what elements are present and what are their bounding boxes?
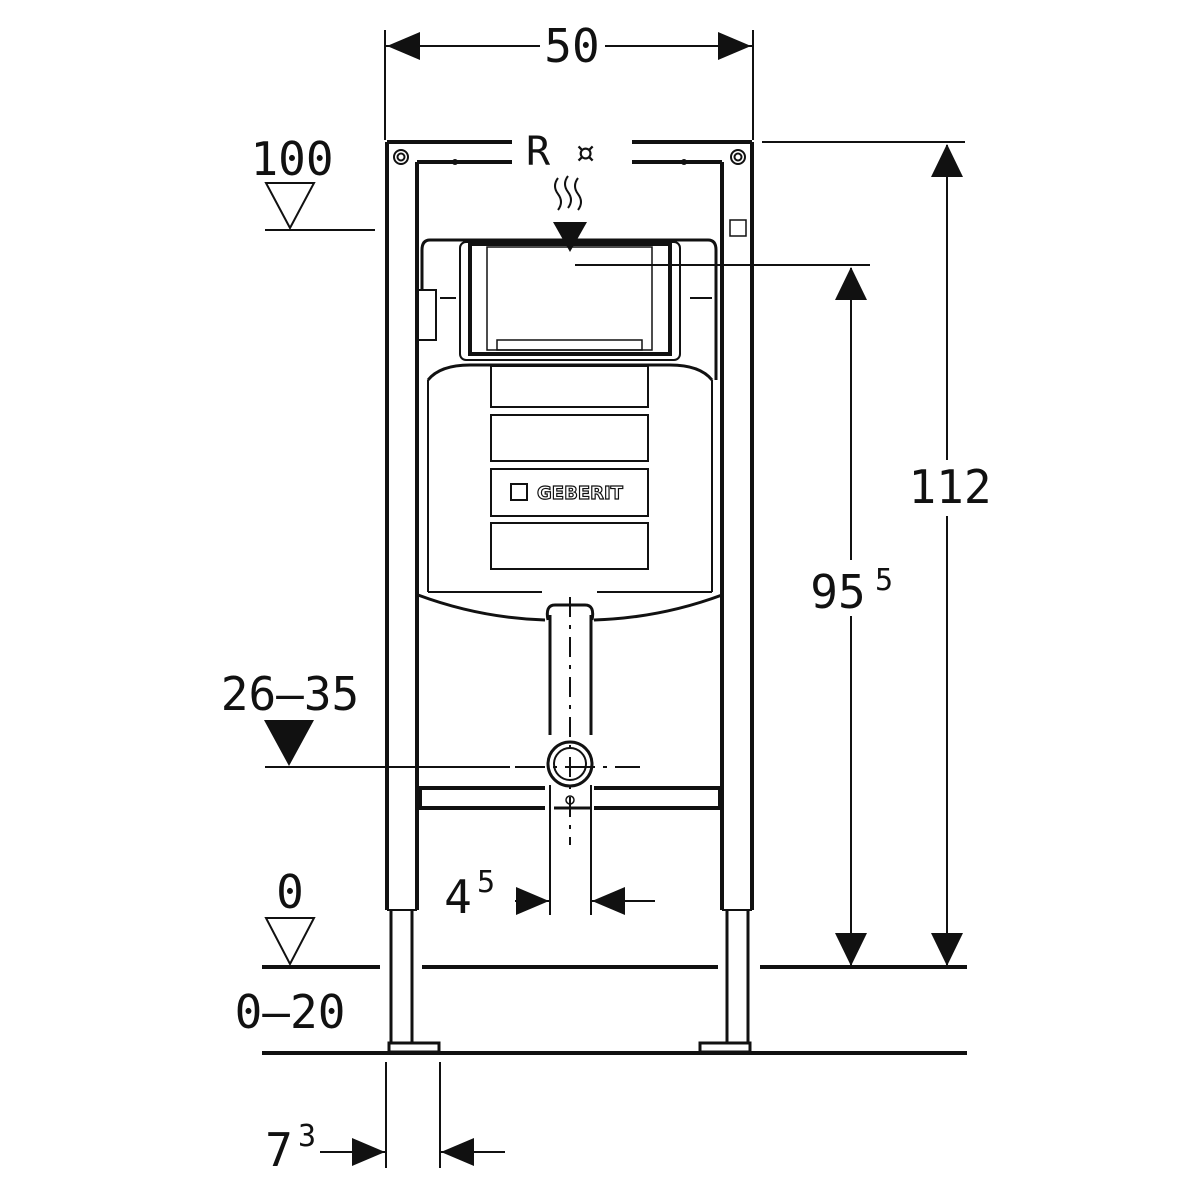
cistern: GEBERIT bbox=[417, 238, 723, 845]
top-level-label: 100 bbox=[250, 132, 333, 186]
seat-level-label: 26–35 bbox=[221, 667, 359, 721]
supply-symbol: ¤ bbox=[574, 133, 596, 174]
frame bbox=[385, 140, 754, 1054]
foot-width-label: 7 bbox=[265, 1123, 293, 1177]
supply-label: R bbox=[526, 129, 551, 175]
pipe-width-label: 4 bbox=[444, 870, 472, 924]
floor-level-label: 0 bbox=[276, 865, 304, 919]
drain-height-label: 95 bbox=[810, 565, 865, 619]
foot-width-sup: 3 bbox=[298, 1119, 316, 1154]
width-label: 50 bbox=[544, 19, 599, 73]
foot-dimension: 7 3 bbox=[265, 1062, 505, 1177]
level-markers: 100 26–35 0 0–20 bbox=[221, 132, 967, 1055]
width-dimension: 50 bbox=[384, 19, 754, 140]
heat-arrow-icon bbox=[553, 175, 587, 252]
height-dimensions: 112 95 5 bbox=[575, 141, 1004, 966]
floor-range-label: 0–20 bbox=[235, 985, 346, 1039]
pipe-dimension: 4 5 bbox=[444, 785, 655, 924]
geberit-logo-icon bbox=[510, 483, 528, 501]
pipe-width-sup: 5 bbox=[477, 865, 495, 900]
drain-height-sup: 5 bbox=[875, 563, 893, 598]
total-height-label: 112 bbox=[908, 460, 991, 514]
brand-logo: GEBERIT bbox=[537, 483, 624, 504]
